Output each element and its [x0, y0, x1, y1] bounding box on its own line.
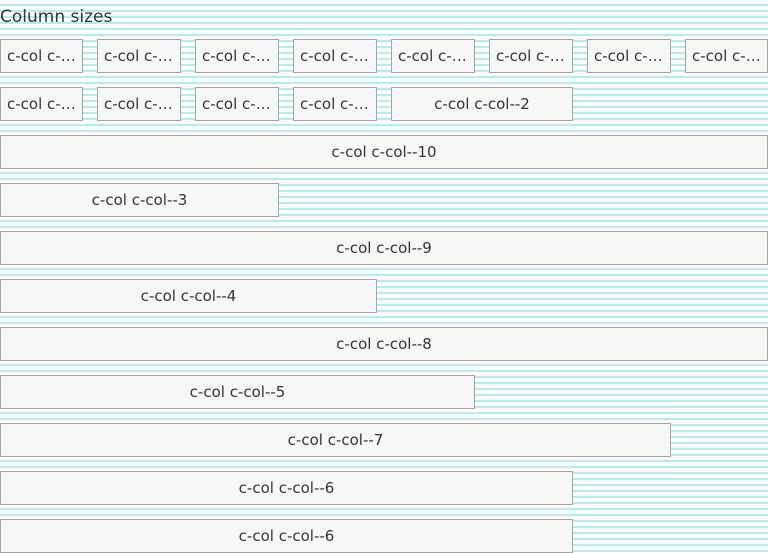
grid-cell: c-col c-col--10 — [0, 135, 768, 169]
grid-cell: c-col c-col--9 — [0, 231, 768, 265]
grid-row: c-col c-col--4 — [0, 279, 768, 313]
grid-cell: c-col c-col--1 — [391, 39, 475, 73]
grid-cell: c-col c-col--4 — [0, 279, 377, 313]
grid-cell: c-col c-col--8 — [0, 327, 768, 361]
grid-cell: c-col c-col--1 — [97, 39, 181, 73]
grid-cell: c-col c-col--6 — [0, 471, 573, 505]
grid-row: c-col c-col--10 — [0, 135, 768, 169]
grid-row: c-col c-col--8 — [0, 327, 768, 361]
grid-cell: c-col c-col--1 — [97, 87, 181, 121]
grid-cell: c-col c-col--1 — [195, 39, 279, 73]
grid-cell: c-col c-col--1 — [195, 87, 279, 121]
grid-row: c-col c-col--6 — [0, 471, 768, 505]
grid-cell: c-col c-col--1 — [0, 87, 83, 121]
grid-row: c-col c-col--9 — [0, 231, 768, 265]
grid-row: c-col c-col--1 c-col c-col--1 c-col c-co… — [0, 87, 768, 121]
grid-cell: c-col c-col--1 — [587, 39, 671, 73]
grid-row: c-col c-col--1 c-col c-col--1 c-col c-co… — [0, 39, 768, 73]
grid-cell: c-col c-col--1 — [489, 39, 573, 73]
grid-cell: c-col c-col--6 — [0, 519, 573, 553]
grid-row: c-col c-col--7 — [0, 423, 768, 457]
grid-cell: c-col c-col--1 — [293, 39, 377, 73]
grid-cell: c-col c-col--2 — [391, 87, 573, 121]
grid-row: c-col c-col--6 — [0, 519, 768, 553]
grid-row: c-col c-col--5 — [0, 375, 768, 409]
grid-cell: c-col c-col--7 — [0, 423, 671, 457]
grid-cell: c-col c-col--3 — [0, 183, 279, 217]
grid-cell: c-col c-col--1 — [0, 39, 83, 73]
grid-cell: c-col c-col--1 — [685, 39, 768, 73]
grid-cell: c-col c-col--5 — [0, 375, 475, 409]
grid-row: c-col c-col--3 — [0, 183, 768, 217]
page-title: Column sizes — [0, 7, 113, 27]
grid-cell: c-col c-col--1 — [293, 87, 377, 121]
